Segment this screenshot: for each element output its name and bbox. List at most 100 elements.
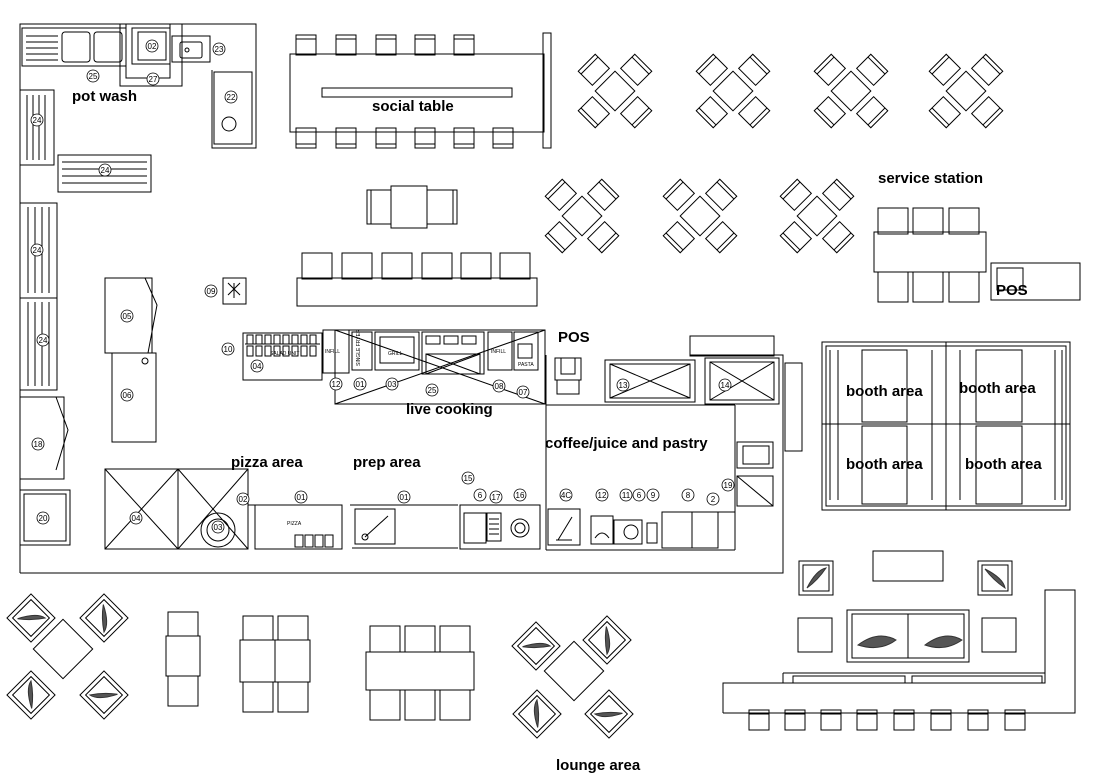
equipment-tag: 22 [227, 93, 236, 102]
grill-label: GRILL [388, 351, 403, 357]
coffee-juice-pastry-label: coffee/juice and pastry [545, 435, 708, 452]
equipment-tag-circle [559, 488, 573, 502]
equipment-tag-circle [204, 284, 218, 298]
equipment-tag: 03 [388, 380, 397, 389]
equipment-tag-circle [516, 385, 530, 399]
booth-seating [821, 341, 1071, 511]
equipment-tag: 23 [215, 45, 224, 54]
equipment-tag: 25 [428, 386, 437, 395]
equipment-tag-circle [681, 488, 695, 502]
equipment-tag-circle [385, 377, 399, 391]
equipment-tag-circle [489, 490, 503, 504]
equipment-tag: 04 [253, 362, 262, 371]
equipment-tag: 4C [561, 491, 571, 500]
equipment-tag-circle [250, 359, 264, 373]
equipment-tag-circle [31, 437, 45, 451]
pos-label-top: POS [996, 282, 1028, 299]
lounge-area-label: lounge area [556, 757, 641, 774]
equipment-tag: 01 [356, 380, 365, 389]
equipment-tag: 01 [400, 493, 409, 502]
prep-area-label: prep area [353, 454, 421, 471]
equipment-tag-circle [329, 377, 343, 391]
equipment-tag-circle [211, 520, 225, 534]
salad-unit-label: SALAD UNIT [270, 351, 299, 357]
equipment-tag: 27 [149, 75, 158, 84]
equipment-tag-circle [616, 378, 630, 392]
equipment-tag-circle [294, 490, 308, 504]
equipment-tag-circle [646, 488, 660, 502]
pizza-area-label: pizza area [231, 454, 303, 471]
equipment-tag-circle [632, 488, 646, 502]
equipment-tag: 19 [724, 481, 733, 490]
lounge-seating-left [6, 593, 634, 739]
cold-storage-units [104, 277, 247, 443]
equipment-tag-circle [236, 492, 250, 506]
pot-wash-sinks [21, 23, 253, 145]
equipment-tag: 6 [478, 491, 483, 500]
equipment-tag-circle [721, 478, 735, 492]
equipment-tag-circle [30, 113, 44, 127]
equipment-tag: 02 [239, 495, 248, 504]
equipment-tag: 24 [101, 166, 110, 175]
equipment-tag-circle [718, 378, 732, 392]
equipment-tag: 12 [598, 491, 607, 500]
equipment-tag: 06 [123, 391, 132, 400]
equipment-tag: 08 [495, 382, 504, 391]
booth-area-label-2: booth area [959, 380, 1036, 397]
equipment-tag-circle [492, 379, 506, 393]
live-cooking-label: live cooking [406, 401, 493, 418]
equipment-tag-circle [212, 42, 226, 56]
equipment-tag: 13 [619, 381, 628, 390]
equipment-tag: 03 [214, 523, 223, 532]
equipment-tag-circle [129, 511, 143, 525]
equipment-tag-circle [146, 72, 160, 86]
coffee-station [547, 441, 774, 549]
two-top-table [366, 185, 458, 229]
equipment-tag: 8 [686, 491, 691, 500]
equipment-tag-circle [473, 488, 487, 502]
equipment-tag-circle [513, 488, 527, 502]
equipment-tag: 05 [123, 312, 132, 321]
equipment-tag: 2 [711, 495, 716, 504]
equipment-tag-circle [86, 69, 100, 83]
equipment-small-labels: SALAD UNIT PIZZA INFILL INFILL GRILL SIN… [270, 329, 534, 527]
equipment-tag-circle [397, 490, 411, 504]
equipment-tag-circle [619, 488, 633, 502]
equipment-tag: 20 [39, 514, 48, 523]
equipment-tag: 15 [464, 474, 473, 483]
infill-left-label: INFILL [325, 349, 340, 355]
booth-area-label-3: booth area [846, 456, 923, 473]
equipment-tag-circle [425, 383, 439, 397]
equipment-tag: 24 [39, 336, 48, 345]
display-counters [554, 335, 803, 452]
equipment-tag-circle [145, 39, 159, 53]
equipment-tag-circle [461, 471, 475, 485]
equipment-tag: 07 [519, 388, 528, 397]
equipment-tag: 9 [651, 491, 656, 500]
equipment-tag: 6 [637, 491, 642, 500]
service-station-label: service station [878, 170, 984, 187]
pot-wash-label: pot wash [72, 88, 138, 105]
pizza-station [104, 468, 343, 550]
equipment-tag: 09 [207, 287, 216, 296]
equipment-tag: 10 [224, 345, 233, 354]
dining-clusters [544, 53, 1004, 254]
equipment-tag-circle [221, 342, 235, 356]
equipment-tag: 25 [89, 72, 98, 81]
pos-label-counter: POS [558, 329, 590, 346]
equipment-tag: 11 [622, 491, 631, 500]
equipment-tag: 01 [297, 493, 306, 502]
equipment-tag-circle [706, 492, 720, 506]
booth-area-label-4: booth area [965, 456, 1042, 473]
equipment-tag: 17 [492, 493, 501, 502]
infill-right-label: INFILL [491, 349, 506, 355]
service-station-table [873, 207, 1081, 303]
equipment-tag: 18 [34, 440, 43, 449]
equipment-tag: 24 [33, 116, 42, 125]
pizza-label: PIZZA [287, 521, 302, 527]
equipment-tag-circle [36, 511, 50, 525]
social-table-label: social table [372, 98, 454, 115]
bottom-dining-tables [165, 611, 475, 721]
